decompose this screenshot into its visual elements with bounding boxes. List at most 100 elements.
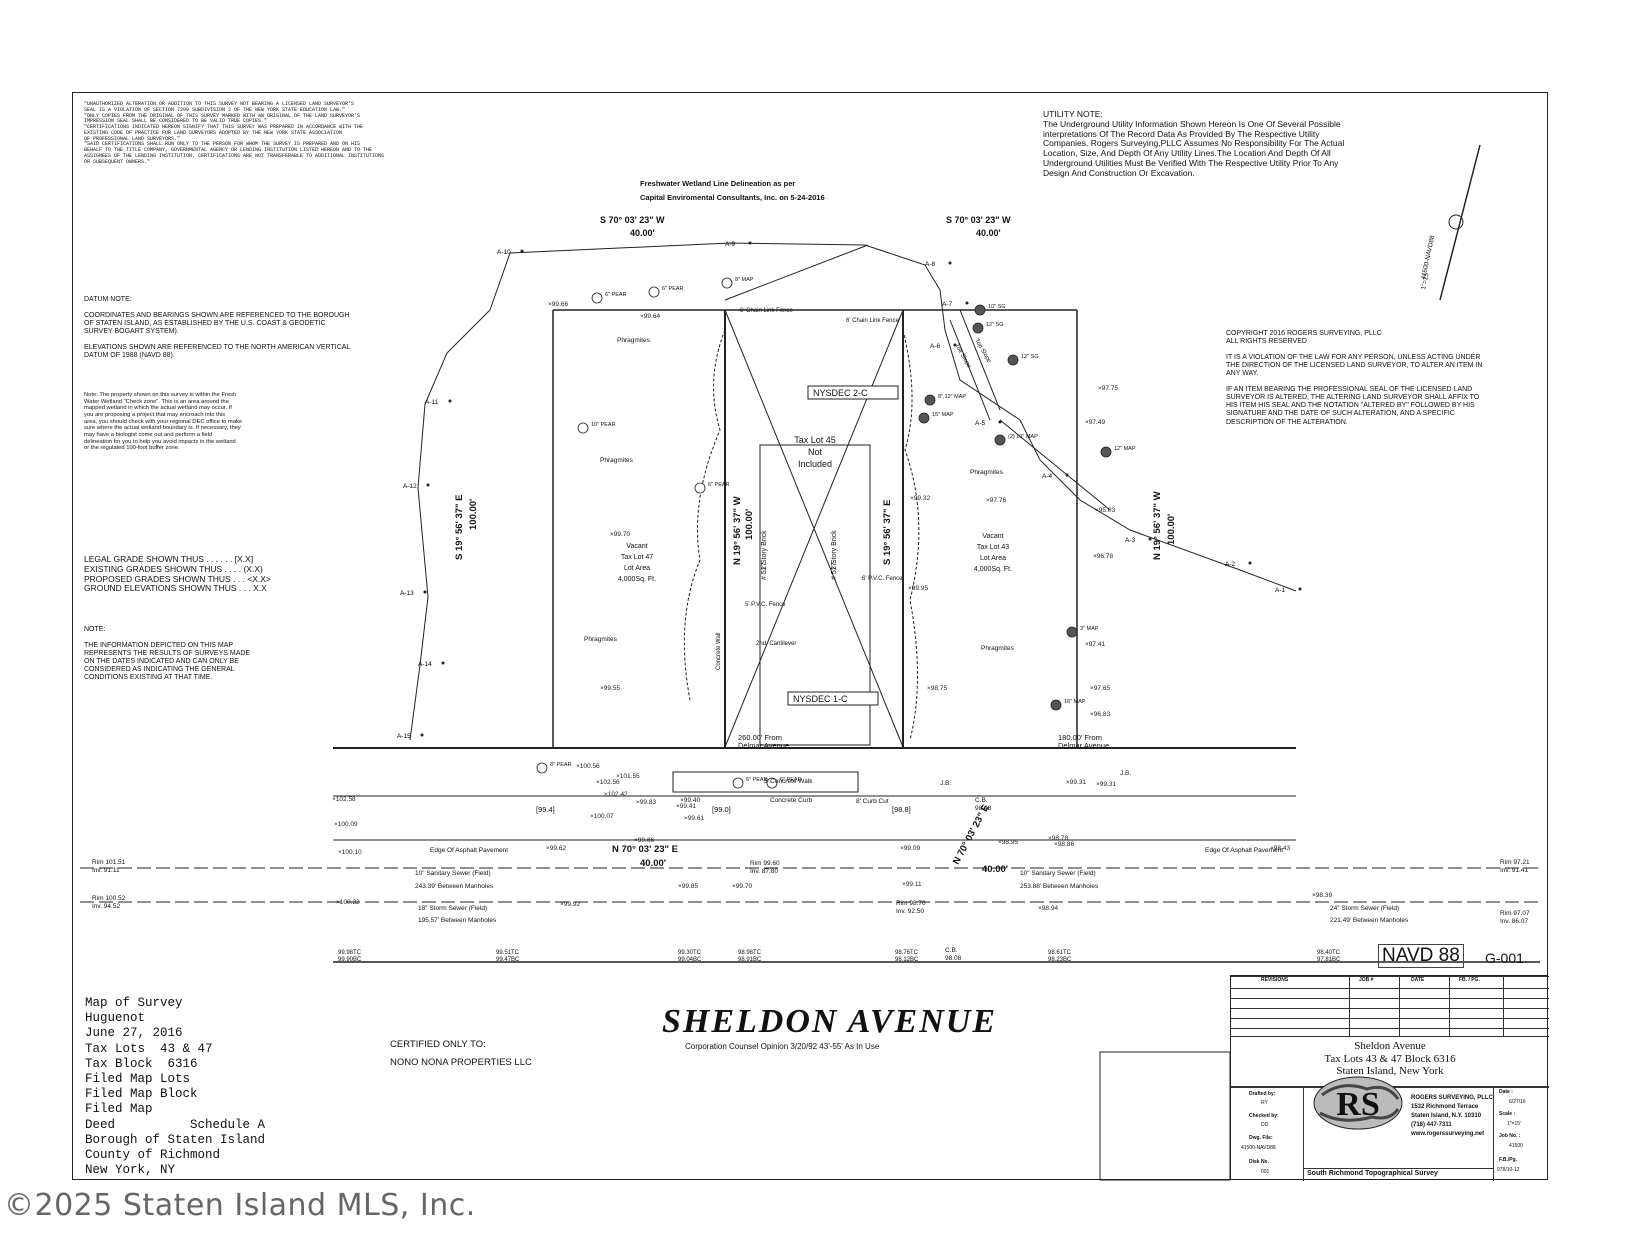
spot-elevation: ×99.40 — [680, 797, 700, 804]
curb-elevation: 98.98TC — [738, 950, 762, 956]
wetland-note-line: Note: The property shown on this survey … — [84, 392, 237, 398]
phragmites-label: Phragmites — [584, 636, 618, 643]
curb-cut-label: 8' Curb Cut — [856, 798, 889, 805]
wetland-note-line: Water Wetland "Check zone". This is an a… — [84, 398, 229, 405]
curb-elevation: 97.81BC — [1317, 957, 1341, 963]
catch-basin-label: C.B. — [975, 797, 988, 804]
logo-text: RS — [1336, 1086, 1379, 1123]
street-opinion: Corporation Counsel Opinion 3/20/92 43'-… — [685, 1042, 880, 1051]
concrete-walk-label: 5' Concrete Walk — [763, 778, 813, 785]
slope-line-2 — [959, 309, 1001, 411]
info-note: NOTE: THE INFORMATION DEPICTED ON THIS M… — [84, 626, 250, 682]
from-delmar-left: 260.00' From — [738, 733, 782, 742]
survey-info-line: New York, NY — [85, 1163, 176, 1178]
wetland-note-line: area, you should check with your regiona… — [84, 418, 243, 425]
curb-elevation: 99.30TC — [678, 950, 702, 956]
rim-mid-2: Rim 98.70 — [896, 900, 926, 907]
tree-symbol — [536, 762, 548, 774]
rev-header-date: DATE — [1411, 977, 1425, 983]
storm-sewer-right-length: 221.49' Between Manholes — [1330, 917, 1409, 924]
spot-elevation: ×98.39 — [1312, 892, 1332, 899]
rim-right-1: Rim 97.21 — [1500, 859, 1530, 866]
survey-info-line: Filed Map — [85, 1102, 153, 1117]
legal-note-line: "UNAUTHORIZED ALTERATION OR ADDITION TO … — [84, 101, 355, 107]
job-label: Job No. : — [1499, 1133, 1521, 1139]
drafted-value: RY — [1261, 1100, 1268, 1106]
copyright-note-line: HIS ITEM HIS SEAL AND THE NOTATION "ALTE… — [1226, 402, 1475, 410]
legal-note-line: EXISTING CODE OF PRACTICE FOR LAND SURVE… — [84, 129, 343, 136]
spot-elevation: ×99.62 — [546, 845, 566, 852]
survey-info-line: County of Richmond — [85, 1148, 221, 1163]
bearing-street-right: N 70° 03' 23" E — [951, 803, 992, 866]
utility-note: UTILITY NOTE:The Underground Utility Inf… — [1043, 109, 1344, 178]
monument-point — [965, 301, 969, 305]
rim-right-2: Inv. 86.07 — [1500, 918, 1528, 925]
survey-info-line: Map of Survey — [85, 996, 183, 1010]
monument-point — [441, 661, 445, 665]
tree-symbol — [694, 482, 706, 494]
spot-elevation: ×96.83 — [1090, 711, 1110, 718]
wetland-note-line: sure where the actual wetland boundary i… — [84, 425, 241, 432]
spot-elevation: ×99.09 — [900, 845, 920, 852]
spot-elevation: ×99.92 — [560, 901, 580, 908]
curb-elevation: 98.61TC — [1048, 950, 1072, 956]
company-info-line: 1532 Richmond Terrace — [1411, 1104, 1479, 1110]
building-label-west: # 517 — [761, 562, 768, 580]
legal-note-line: IMPRESSION SEAL SHALL BE CONSIDERED TO B… — [84, 118, 268, 125]
spot-elevation: ×98.75 — [927, 685, 947, 692]
info-note-line: THE INFORMATION DEPICTED ON THIS MAP — [84, 642, 234, 650]
monument-label: A-5 — [975, 420, 986, 427]
spot-elevation: ×100.07 — [590, 813, 614, 820]
monument-label: A-1 — [1275, 587, 1286, 594]
tax-lot-45-label: Tax Lot 45 — [794, 435, 836, 445]
tree-label: 3" MAP — [1080, 626, 1099, 632]
spot-elevation: ×98.95 — [998, 839, 1018, 846]
sanitary-sewer-right-length: 253.88' Between Manholes — [1020, 883, 1099, 890]
monument-point — [1148, 537, 1152, 541]
rim-mid-1: Rim 99.60 — [750, 860, 780, 867]
tree-label: 10" PEAR — [591, 422, 616, 428]
monument-label: A-10 — [497, 249, 511, 256]
monument-label: A-13 — [400, 590, 414, 597]
tax-lot-45-label: Included — [798, 459, 832, 469]
copyright-note-line: THE DIRECTION OF THE LICENSED LAND SURVE… — [1226, 362, 1483, 370]
dwg-value: 41500-NAVD88 — [1241, 1145, 1276, 1151]
monument-label: A-11 — [425, 399, 439, 406]
survey-sheet-border — [72, 92, 1548, 1180]
tree-symbol — [994, 434, 1006, 446]
asphalt-label-right: Edge Of Asphalt Pavement — [1205, 847, 1283, 854]
spot-elevation: ×100.10 — [338, 849, 362, 856]
distance-street-left: 40.00' — [640, 858, 666, 869]
legal-grade-label: [99.4] — [536, 805, 555, 814]
wetland-note-line: may have a biologist come out and perfor… — [84, 431, 213, 438]
grade-legend: LEGAL GRADE SHOWN THUS . . . . . . [X.X]… — [84, 554, 271, 594]
spot-elevation: ×99.66 — [548, 301, 568, 308]
spot-elevation: ×98.78 — [1048, 835, 1068, 842]
tree-symbol — [974, 304, 986, 316]
wetland-edge-right — [902, 329, 920, 741]
project-title-line: Sheldon Avenue — [1354, 1040, 1426, 1052]
copyright-note-line: SURVEYOR IS ALTERED, THE ALTERING LAND S… — [1226, 394, 1480, 402]
checked-value: DD — [1261, 1122, 1269, 1128]
certified-to: NONO NONA PROPERTIES LLC — [390, 1057, 532, 1068]
tree-symbol — [972, 322, 984, 334]
monument-label: A-7 — [942, 301, 953, 308]
sheet-number: G-001. — [1485, 950, 1528, 966]
from-delmar-right: 180.00' From — [1058, 733, 1102, 742]
datum-note-line: COORDINATES AND BEARINGS SHOWN ARE REFER… — [84, 312, 350, 320]
phragmites-label: Phragmites — [600, 457, 634, 464]
datum-note-line: DATUM NOTE: — [84, 296, 132, 303]
date-label: Date : — [1499, 1089, 1513, 1095]
navd-label: NAVD 88 — [1378, 944, 1464, 968]
spot-elevation: ×98.43 — [1270, 845, 1290, 852]
survey-info-line: Deed Schedule A — [85, 1117, 266, 1132]
north-arrow-shaft — [1439, 144, 1481, 301]
survey-info-line: Tax Lots 43 & 47 — [85, 1041, 213, 1056]
scale-value: 1"=15' — [1507, 1121, 1521, 1127]
north-arrow-label: 1"=15' — [1420, 271, 1431, 290]
copyright-note-line: SIGNATURE AND THE DATE OF SUCH ALTERATIO… — [1226, 410, 1455, 418]
tree-symbol — [924, 394, 936, 406]
